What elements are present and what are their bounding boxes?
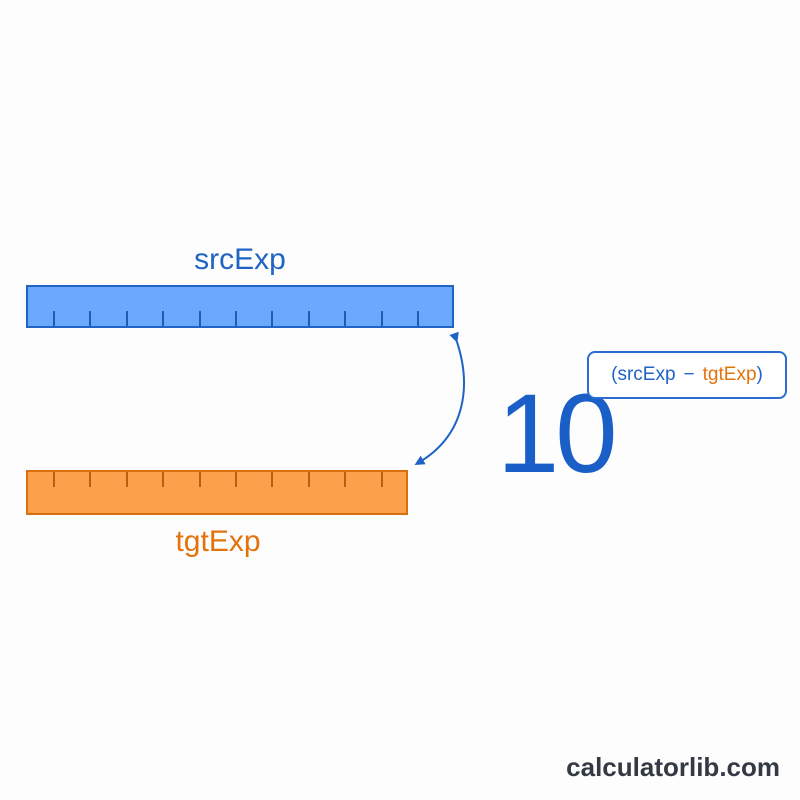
target-ruler bbox=[26, 470, 408, 515]
formula-exponent-box: ( srcExp − tgtExp ) bbox=[587, 351, 787, 399]
exponent-minus-operator: − bbox=[683, 364, 695, 385]
exponent-source-term: srcExp bbox=[617, 364, 676, 385]
source-ruler-tick bbox=[162, 311, 165, 326]
source-ruler-tick bbox=[271, 311, 274, 326]
conversion-arrow bbox=[414, 331, 465, 466]
source-ruler-tick bbox=[53, 311, 55, 326]
target-ruler-tick bbox=[235, 472, 237, 487]
target-ruler-tick bbox=[307, 472, 310, 487]
brand-watermark: calculatorlib.com bbox=[566, 752, 780, 782]
source-ruler-tick bbox=[307, 311, 310, 326]
source-ruler-tick bbox=[344, 311, 347, 326]
exponent-target-term: tgtExp bbox=[702, 364, 757, 385]
exponent-close-paren: ) bbox=[756, 364, 763, 385]
source-ruler bbox=[26, 285, 454, 328]
target-ruler-tick bbox=[380, 472, 383, 487]
source-ruler-tick bbox=[380, 311, 383, 326]
source-ruler-tick bbox=[235, 311, 237, 326]
target-exponent-label: tgtExp bbox=[175, 525, 261, 558]
double-arrow-icon bbox=[414, 331, 465, 466]
source-ruler-tick bbox=[417, 311, 419, 326]
target-ruler-tick bbox=[271, 472, 274, 487]
source-ruler-tick bbox=[125, 311, 128, 326]
exponent-open-paren: ( bbox=[611, 364, 618, 385]
target-ruler-tick bbox=[89, 472, 92, 487]
target-ruler-tick bbox=[125, 472, 128, 487]
target-ruler-tick bbox=[53, 472, 55, 487]
target-ruler-tick bbox=[162, 472, 165, 487]
source-ruler-tick bbox=[89, 311, 92, 326]
target-ruler-tick bbox=[198, 472, 201, 487]
source-exponent-label: srcExp bbox=[194, 243, 286, 276]
source-ruler-tick bbox=[198, 311, 201, 326]
target-ruler-tick bbox=[344, 472, 347, 487]
